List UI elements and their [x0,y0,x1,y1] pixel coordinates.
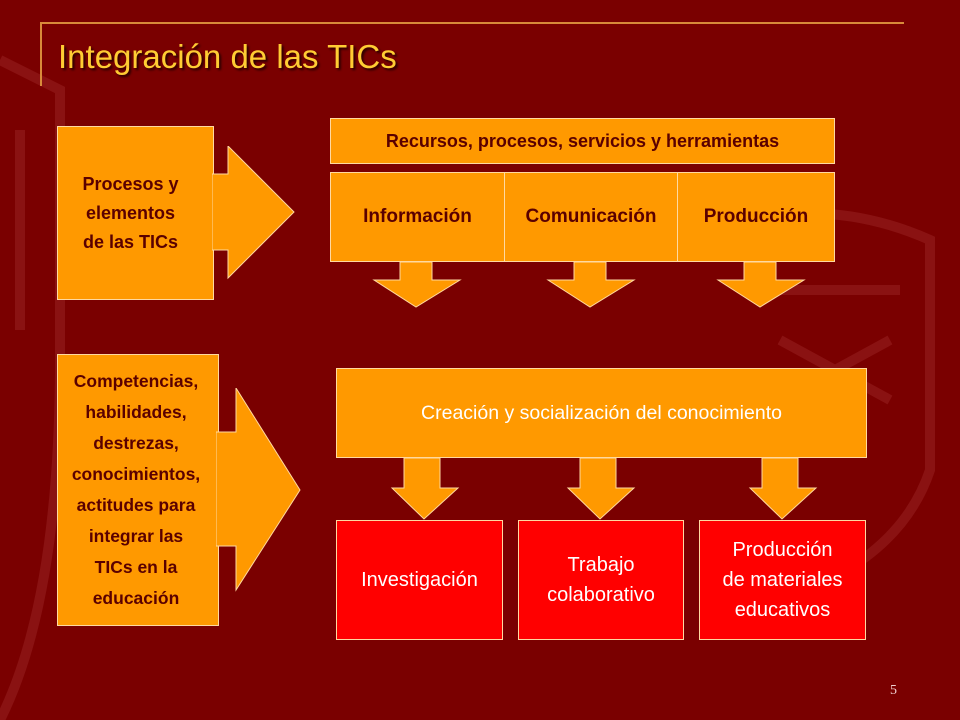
processes-line-3: de las TICs [82,231,179,252]
processes-line-2: elementos [85,202,176,223]
resource-cell-production-text: Producción [703,206,809,227]
knowledge-creation-text: Creación y socialización del conocimient… [421,401,782,424]
down-arrow-collaborative [566,458,636,520]
resource-cell-information: Información [330,172,505,262]
outcome-materials-line-2: de materiales [722,569,843,591]
competencies-box: Competencias, habilidades, destrezas, co… [57,354,219,626]
knowledge-creation-box: Creación y socialización del conocimient… [336,368,867,458]
resources-header: Recursos, procesos, servicios y herramie… [330,118,835,164]
competencies-line-6: integrar las [88,526,184,546]
competencies-line-3: destrezas, [93,433,179,453]
outcome-collaborative-line-1: Trabajo [567,554,635,576]
page-title: Integración de las TICs [58,38,397,75]
competencies-line-2: habilidades, [85,402,187,422]
down-arrow-research [390,458,460,520]
outcome-materials-line-1: Producción [732,539,833,561]
right-arrow-top [212,146,295,280]
outcome-research-line-1: Investigación [361,569,478,591]
processes-line-1: Procesos y [82,173,179,194]
competencies-line-1: Competencias, [73,371,199,391]
processes-elements-box: Procesos y elementos de las TICs [57,126,214,300]
resource-cell-information-text: Información [363,206,472,227]
resources-header-text: Recursos, procesos, servicios y herramie… [385,130,780,151]
right-arrow-bottom [216,388,301,592]
outcome-materials-box: Producción de materiales educativos [699,520,866,640]
title-frame-left-line [40,22,42,86]
competencies-line-5: actitudes para [76,495,196,515]
resource-cell-communication: Comunicación [504,172,678,262]
page-number: 5 [890,683,897,698]
outcome-materials-line-3: educativos [734,599,831,621]
outcome-collaborative-line-2: colaborativo [547,584,655,606]
down-arrow-information [372,262,462,308]
down-arrow-production [716,262,806,308]
competencies-line-8: educación [92,588,180,608]
competencies-line-4: conocimientos, [71,464,201,484]
resource-cell-production: Producción [677,172,835,262]
outcome-collaborative-box: Trabajo colaborativo [518,520,684,640]
competencies-line-7: TICs en la [94,557,178,577]
outcome-research-box: Investigación [336,520,503,640]
resource-cell-communication-text: Comunicación [525,206,657,227]
title-frame-top-line [40,22,904,24]
down-arrow-communication [546,262,636,308]
down-arrow-materials [748,458,818,520]
